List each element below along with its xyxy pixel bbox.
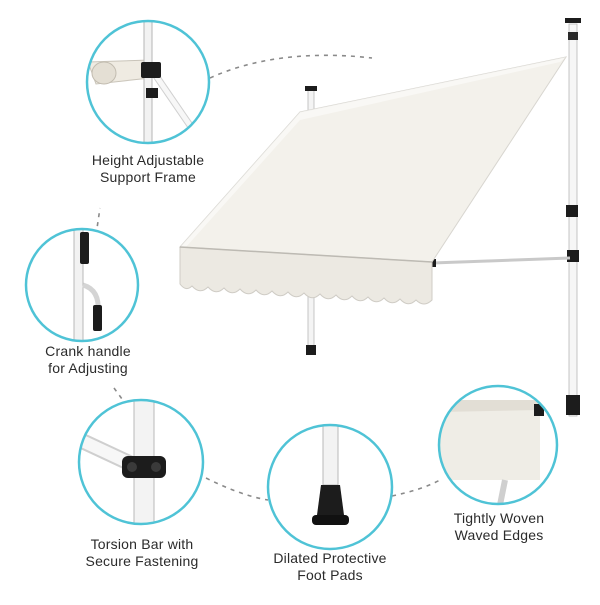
callout-label-waved-edges: Tightly Woven Waved Edges	[434, 510, 564, 544]
callout-label-line: Tightly Woven	[453, 510, 545, 526]
waved-edges-icon	[437, 384, 559, 506]
callout-label-crank-handle: Crank handle for Adjusting	[28, 343, 148, 377]
callout-label-foot-pads: Dilated Protective Foot Pads	[255, 550, 405, 584]
callout-label-line: for Adjusting	[48, 360, 128, 376]
torsion-bar-icon	[77, 398, 205, 526]
callout-label-line: Foot Pads	[297, 567, 363, 583]
foot-pad-icon	[266, 423, 394, 551]
callout-label-line: Support Frame	[100, 169, 196, 185]
dashed-connectors	[95, 54, 441, 501]
callout-label-line: Dilated Protective	[273, 550, 387, 566]
awning-product	[178, 18, 581, 417]
callout-label-line: Torsion Bar with	[90, 536, 194, 552]
callout-label-line: Crank handle	[45, 343, 131, 359]
callout-label-torsion-bar: Torsion Bar with Secure Fastening	[66, 536, 218, 570]
callout-label-height-frame: Height Adjustable Support Frame	[72, 152, 224, 186]
callout-label-line: Height Adjustable	[91, 152, 205, 168]
height-adjustable-frame-icon	[85, 19, 211, 145]
crank-handle-icon	[24, 227, 140, 343]
callout-label-line: Secure Fastening	[85, 553, 199, 569]
callout-label-line: Waved Edges	[454, 527, 544, 543]
